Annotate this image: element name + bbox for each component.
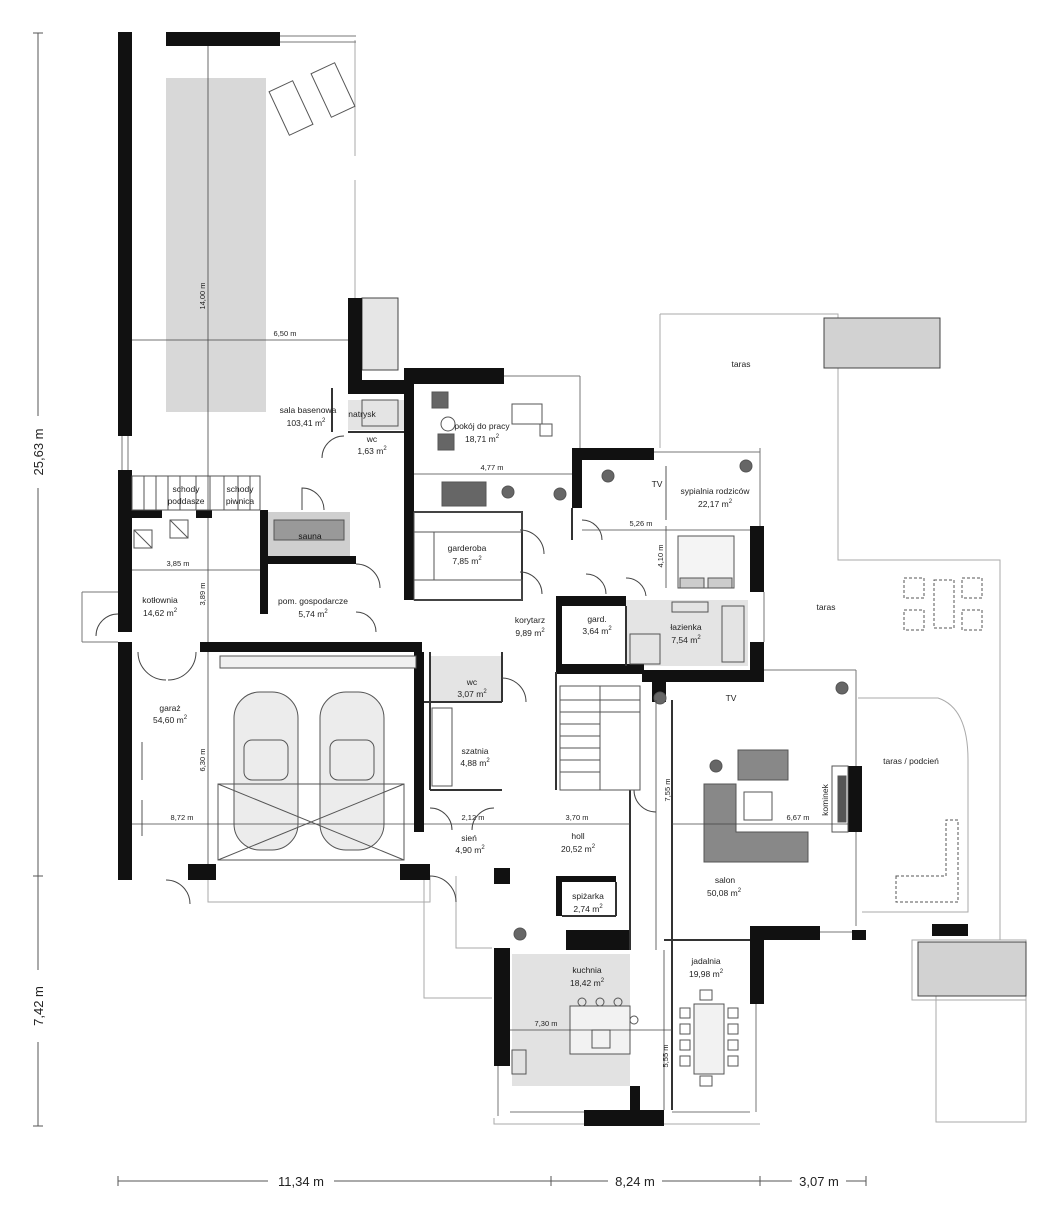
room-spizarka-name: spiżarka (572, 891, 604, 901)
pool-edge (361, 297, 399, 371)
dim-7-30: 7,30 m (535, 1019, 558, 1028)
windows (81, 35, 857, 1116)
room-sauna-name: sauna (298, 531, 321, 541)
room-holl-area: 20,52 m2 (561, 844, 596, 854)
room-pom-gospodarcze-area: 5,74 m2 (298, 609, 328, 619)
pool (166, 78, 266, 412)
room-taras-1: taras (732, 359, 751, 369)
room-schody-poddasze-2: poddasze (168, 496, 205, 506)
lounger-2 (310, 62, 356, 118)
bathroom-floor (626, 600, 748, 666)
room-schody-piwnica-2: piwnica (226, 496, 255, 506)
room-garaz-name: garaż (159, 703, 180, 713)
room-sala-basenowa-name: sala basenowa (280, 405, 337, 415)
dim-3-70: 3,70 m (566, 813, 589, 822)
room-spizarka-area: 2,74 m2 (573, 904, 603, 914)
furniture (133, 62, 983, 1087)
room-kotlownia-name: kotłownia (142, 595, 178, 605)
dim-5-55: 5,55 m (661, 1045, 670, 1068)
dim-7-55: 7,55 m (663, 779, 672, 802)
room-salon-name: salon (715, 875, 736, 885)
room-lazienka-area: 7,54 m2 (671, 635, 701, 645)
tv-salon: TV (726, 693, 737, 703)
room-sien-area: 4,90 m2 (455, 845, 485, 855)
dim-4-10: 4,10 m (656, 545, 665, 568)
dim-14-00: 14,00 m (198, 282, 207, 309)
room-kominek-name: kominek (820, 783, 830, 815)
room-garderoba-name: garderoba (448, 543, 487, 553)
room-lazienka-name: łazienka (670, 622, 701, 632)
room-kuchnia-name: kuchnia (572, 965, 602, 975)
inner-dimension-lines (132, 46, 848, 1110)
room-taras-2: taras (817, 602, 836, 612)
room-pokoj-area: 18,71 m2 (465, 434, 500, 444)
doors (95, 435, 657, 905)
outer-dim-bottom-2: 8,24 m (615, 1174, 655, 1189)
room-korytarz-area: 9,89 m2 (515, 628, 545, 638)
room-taras-podcien: taras / podcień (883, 756, 939, 766)
room-sien-name: sień (461, 833, 477, 843)
room-kotlownia-area: 14,62 m2 (143, 608, 178, 618)
outer-dim-bottom-3: 3,07 m (799, 1174, 839, 1189)
room-sypialnia-name: sypialnia rodziców (681, 486, 751, 496)
room-natrysk-name: natrysk (348, 409, 376, 419)
dim-3-85: 3,85 m (167, 559, 190, 568)
room-schody-piwnica-1: schody (227, 484, 255, 494)
room-kuchnia-area: 18,42 m2 (570, 978, 605, 988)
natrysk-floor (348, 400, 404, 430)
dim-8-72: 8,72 m (171, 813, 194, 822)
sofa (703, 783, 809, 863)
room-pokoj-name: pokój do pracy (454, 421, 510, 431)
dim-4-77: 4,77 m (481, 463, 504, 472)
dim-6-30: 6,30 m (198, 749, 207, 772)
room-gard-name: gard. (587, 614, 606, 624)
dim-2-12: 2,12 m (462, 813, 485, 822)
room-jadalnia-area: 19,98 m2 (689, 969, 724, 979)
room-salon-area: 50,08 m2 (707, 888, 742, 898)
room-holl-name: holl (571, 831, 584, 841)
dim-6-67: 6,67 m (787, 813, 810, 822)
outer-dim-left-top: 25,63 m (31, 429, 46, 476)
stairs (131, 475, 641, 791)
outer-dim-bottom-1: 11,34 m (278, 1174, 324, 1189)
room-garderoba-area: 7,85 m2 (452, 556, 482, 566)
room-sypialnia-area: 22,17 m2 (698, 499, 733, 509)
room-szatnia-area: 4,88 m2 (460, 758, 490, 768)
skylight-2 (917, 941, 1027, 997)
room-garaz-area: 54,60 m2 (153, 715, 188, 725)
room-labels: sala basenowa 103,41 m2 natrysk wc 1,63 … (142, 359, 939, 988)
room-jadalnia-name: jadalnia (690, 956, 721, 966)
outer-dimension-lines (33, 32, 867, 1186)
terrace-outlines (207, 40, 1027, 1125)
room-wc1-name: wc (366, 434, 378, 444)
inner-dimension-labels: 6,50 m 14,00 m 4,77 m 5,26 m 4,10 m 3,85… (167, 282, 810, 1067)
room-korytarz-name: korytarz (515, 615, 545, 625)
lounger-1 (268, 80, 314, 136)
dim-5-26: 5,26 m (630, 519, 653, 528)
car-2 (319, 691, 385, 851)
tv-bedroom: TV (652, 479, 663, 489)
skylight-1 (823, 317, 941, 369)
room-gard-area: 3,64 m2 (582, 626, 612, 636)
dim-3-89: 3,89 m (198, 583, 207, 606)
outer-dim-left-bottom: 7,42 m (31, 986, 46, 1026)
room-wc1-area: 1,63 m2 (357, 446, 387, 456)
wc-floor (430, 656, 502, 702)
room-schody-poddasze-1: schody (173, 484, 201, 494)
room-wc2-name: wc (466, 677, 478, 687)
room-wc2-area: 3,07 m2 (457, 689, 487, 699)
room-szatnia-name: szatnia (462, 746, 489, 756)
dim-6-50: 6,50 m (274, 329, 297, 338)
room-sala-basenowa-area: 103,41 m2 (287, 418, 326, 428)
dining-table (693, 1003, 725, 1075)
walls (118, 32, 968, 1126)
room-pom-gospodarcze-name: pom. gospodarcze (278, 596, 348, 606)
